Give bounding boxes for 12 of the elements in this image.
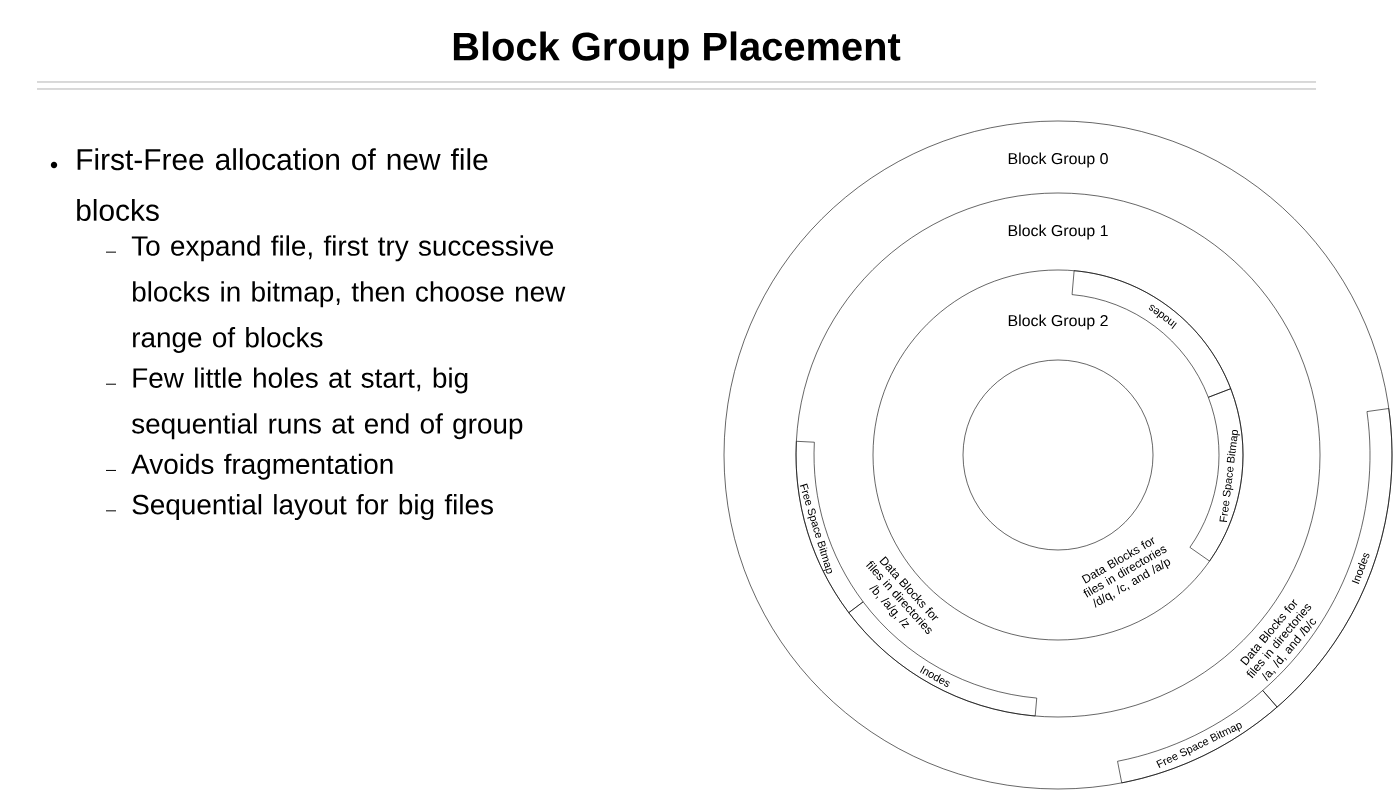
sub-bullet-text: Avoids fragmentation <box>131 453 393 480</box>
arc-band: Free Space Bitmap <box>795 441 864 613</box>
block-group-ring <box>795 192 1321 718</box>
group-label: Block Group 1 <box>1008 224 1108 240</box>
sub-bullet-text: To expand file, first try successive blocks in bitmap, then choose new range of blocks <box>131 235 566 353</box>
bullet-text: First-Free allocation of new file blocks <box>77 148 488 221</box>
slide-title: Block Group Placement <box>453 31 901 69</box>
group-label: Block Group 0 <box>1008 152 1108 168</box>
arc-band: Free Space Bitmap <box>1189 388 1244 562</box>
block-group-ring <box>723 120 1393 790</box>
sub-bullet-text: Few little holes at start, big sequential runs at end of group <box>132 367 523 440</box>
sub-bullet-text: Sequential layout for big files <box>132 494 493 521</box>
